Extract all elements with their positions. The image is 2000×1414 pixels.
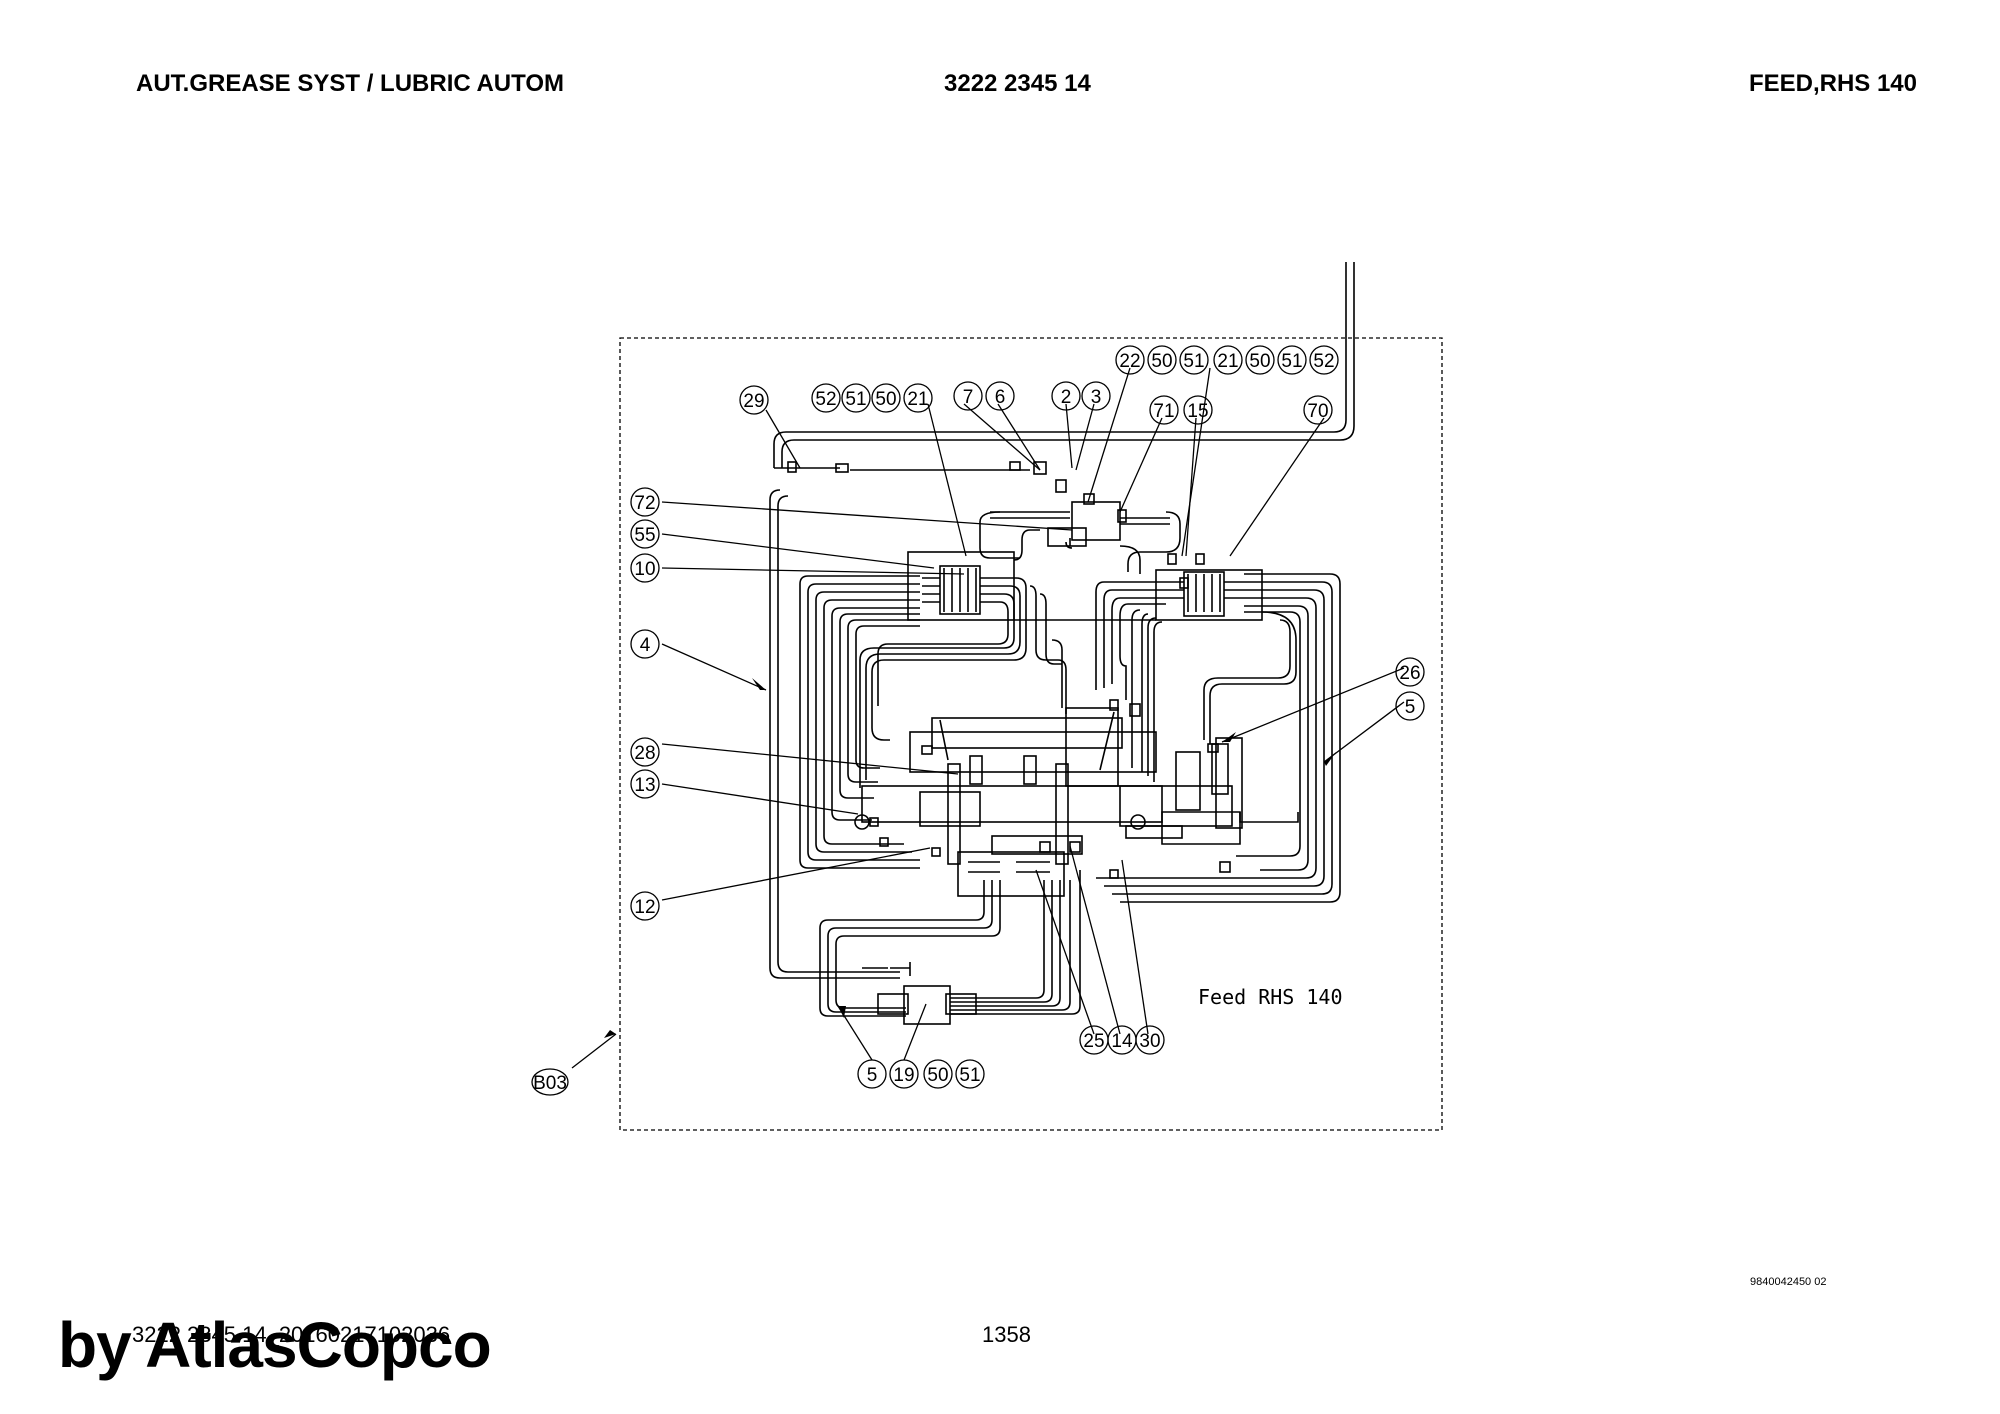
callout-21: 21 <box>903 383 933 413</box>
callout-2: 2 <box>1051 381 1081 411</box>
callout-5: 5 <box>1395 691 1425 721</box>
callout-label: 55 <box>634 525 655 546</box>
callout-25: 25 <box>1079 1025 1109 1055</box>
callout-30: 30 <box>1135 1025 1165 1055</box>
callout-label: 26 <box>1399 663 1420 684</box>
callout-12: 12 <box>630 891 660 921</box>
callout-label: 52 <box>815 389 836 410</box>
callout-label: 3 <box>1091 387 1102 408</box>
callout-label: 5 <box>867 1065 878 1086</box>
callout-label: 21 <box>907 389 928 410</box>
callout-label: 51 <box>845 389 866 410</box>
callout-52: 52 <box>811 383 841 413</box>
callout-label: 13 <box>634 775 655 796</box>
callout-71: 71 <box>1149 395 1179 425</box>
callout-50: 50 <box>1245 345 1275 375</box>
callout-label: 21 <box>1217 351 1238 372</box>
callout-label: 22 <box>1119 351 1140 372</box>
header-title-right: FEED,RHS 140 <box>1748 70 1917 97</box>
callout-label: 30 <box>1139 1031 1160 1052</box>
callout-label: 50 <box>1151 351 1172 372</box>
page-number: 1358 <box>982 1322 1031 1347</box>
callout-70: 70 <box>1303 395 1333 425</box>
callout-10: 10 <box>630 553 660 583</box>
footer-file-id: 3222 2345 14_20160217102036 <box>132 1322 451 1347</box>
callout-label: 50 <box>875 389 896 410</box>
callout-50: 50 <box>871 383 901 413</box>
callout-label: 15 <box>1187 401 1208 422</box>
callout-label: 70 <box>1307 401 1328 422</box>
callout-4: 4 <box>630 629 660 659</box>
header-title-left: AUT.GREASE SYST / LUBRIC AUTOM <box>136 70 565 97</box>
document-number: 9840042450 02 <box>1750 1276 1827 1288</box>
callout-label: 25 <box>1083 1031 1104 1052</box>
callout-7: 7 <box>953 381 983 411</box>
callout-label: 52 <box>1313 351 1334 372</box>
callout-label: 2 <box>1061 387 1072 408</box>
callout-72: 72 <box>630 487 660 517</box>
callout-label: 51 <box>1183 351 1204 372</box>
callout-51: 51 <box>955 1059 985 1089</box>
callout-label: 19 <box>893 1065 914 1086</box>
callout-label: 5 <box>1405 697 1416 718</box>
callout-label: B03 <box>533 1073 567 1094</box>
callout-label: 6 <box>995 387 1006 408</box>
callout-19: 19 <box>889 1059 919 1089</box>
callout-label: 50 <box>927 1065 948 1086</box>
callout-29: 29 <box>739 385 769 415</box>
callout-15: 15 <box>1183 395 1213 425</box>
callout-51: 51 <box>1277 345 1307 375</box>
callout-50: 50 <box>1147 345 1177 375</box>
callout-26: 26 <box>1395 657 1425 687</box>
callout-label: 4 <box>640 635 651 656</box>
callout-label: 7 <box>963 387 974 408</box>
callout-51: 51 <box>841 383 871 413</box>
callout-label: 72 <box>634 493 655 514</box>
header-part-number: 3222 2345 14 <box>944 70 1091 97</box>
callout-b03: B03 <box>531 1068 569 1096</box>
callout-13: 13 <box>630 769 660 799</box>
callout-50: 50 <box>923 1059 953 1089</box>
callout-label: 50 <box>1249 351 1270 372</box>
callout-label: 51 <box>1281 351 1302 372</box>
callout-5: 5 <box>857 1059 887 1089</box>
callout-21: 21 <box>1213 345 1243 375</box>
callout-14: 14 <box>1107 1025 1137 1055</box>
callout-label: 29 <box>743 391 764 412</box>
callout-label: 10 <box>634 559 655 580</box>
drawing-note: Feed RHS 140 <box>1198 985 1343 1009</box>
callout-label: 12 <box>634 897 655 918</box>
callout-label: 28 <box>634 743 655 764</box>
callout-28: 28 <box>630 737 660 767</box>
callout-52: 52 <box>1309 345 1339 375</box>
callout-3: 3 <box>1081 381 1111 411</box>
callout-label: 71 <box>1153 401 1174 422</box>
callout-label: 51 <box>959 1065 980 1086</box>
callout-6: 6 <box>985 381 1015 411</box>
brand-watermark: by AtlasCopco <box>58 1309 492 1381</box>
callout-22: 22 <box>1115 345 1145 375</box>
callout-label: 14 <box>1111 1031 1133 1052</box>
callout-55: 55 <box>630 519 660 549</box>
callout-51: 51 <box>1179 345 1209 375</box>
